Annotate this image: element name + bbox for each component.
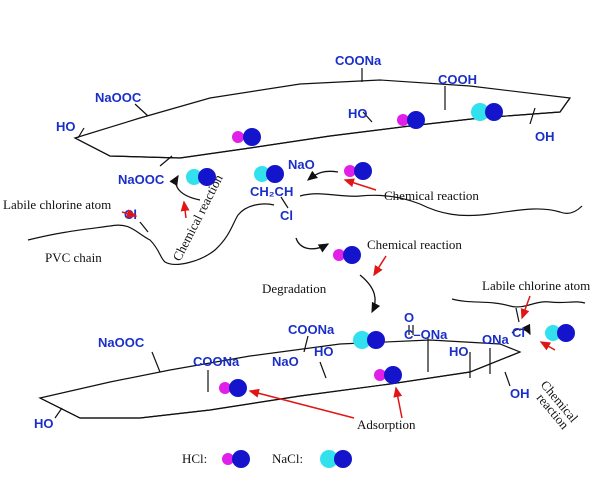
middle-hcl-right: [344, 162, 372, 180]
bottom-sheet-groups: NaOOC COONa COONa NaO HO HO ONa OH HO O …: [34, 310, 530, 431]
bottom-group-ho-2: HO: [449, 344, 469, 359]
bottom-group-ho-left: HO: [34, 416, 54, 431]
label-chemical-reaction-2: Chemical reaction: [367, 237, 462, 252]
bottom-ester-o: O: [404, 310, 414, 325]
label-chemical-reaction-rotated: Chemical reaction: [169, 172, 226, 264]
degradation-hcl: [333, 246, 361, 264]
label-adsorption: Adsorption: [357, 417, 416, 432]
bottom-group-nao: NaO: [272, 354, 299, 369]
bottom-group-naooc: NaOOC: [98, 335, 145, 350]
bottom-group-ona: ONa: [482, 332, 510, 347]
label-chemical-reaction-1: Chemical reaction: [384, 188, 479, 203]
bottom-adsorbed-nacl: [353, 331, 385, 349]
top-group-ho-mid: HO: [348, 106, 368, 121]
top-adsorbed-hcl-2: [397, 111, 425, 129]
legend: HCl: NaCl:: [182, 450, 352, 468]
pvc-chain-right: [451, 298, 586, 308]
right-cl: Cl: [512, 325, 525, 340]
top-group-naooc-upper: NaOOC: [95, 90, 142, 105]
top-group-naooc-lower: NaOOC: [118, 172, 165, 187]
label-labile-chlorine-right: Labile chlorine atom: [482, 278, 590, 293]
top-group-cooh: COOH: [438, 72, 477, 87]
middle-nao: NaO: [288, 157, 315, 172]
bottom-graphene-sheet: [38, 335, 522, 419]
bottom-ester-formula: C–ONa: [404, 327, 448, 342]
middle-cl: Cl: [280, 208, 293, 223]
bottom-group-coona-1: COONa: [288, 322, 335, 337]
top-sheet-groups: COONa COOH NaOOC HO HO OH NaOOC: [56, 53, 555, 187]
label-labile-chlorine-left: Labile chlorine atom: [3, 197, 111, 212]
top-group-ho-left: HO: [56, 119, 76, 134]
legend-hcl-label: HCl:: [182, 451, 207, 466]
bottom-group-coona-2: COONa: [193, 354, 240, 369]
bottom-group-oh: OH: [510, 386, 530, 401]
middle-ch2ch: CH₂CH: [250, 184, 293, 199]
bottom-group-ho-1: HO: [314, 344, 334, 359]
top-adsorbed-hcl-1: [232, 128, 261, 146]
right-nacl: [545, 324, 575, 342]
top-adsorbed-nacl: [471, 103, 503, 121]
top-group-oh-right: OH: [535, 129, 555, 144]
top-group-coona: COONa: [335, 53, 382, 68]
legend-nacl-label: NaCl:: [272, 451, 303, 466]
middle-nacl-center: [254, 165, 284, 183]
label-degradation: Degradation: [262, 281, 327, 296]
top-graphene-sheet: [73, 68, 572, 167]
middle-nacl-left: [186, 168, 216, 186]
bottom-adsorbed-hcl-1: [219, 379, 247, 397]
pvc-chain-middle-right: [299, 193, 583, 217]
label-pvc-chain: PVC chain: [45, 250, 102, 265]
bottom-adsorbed-hcl-2: [374, 366, 402, 384]
pvc-chain-left: [27, 203, 275, 265]
